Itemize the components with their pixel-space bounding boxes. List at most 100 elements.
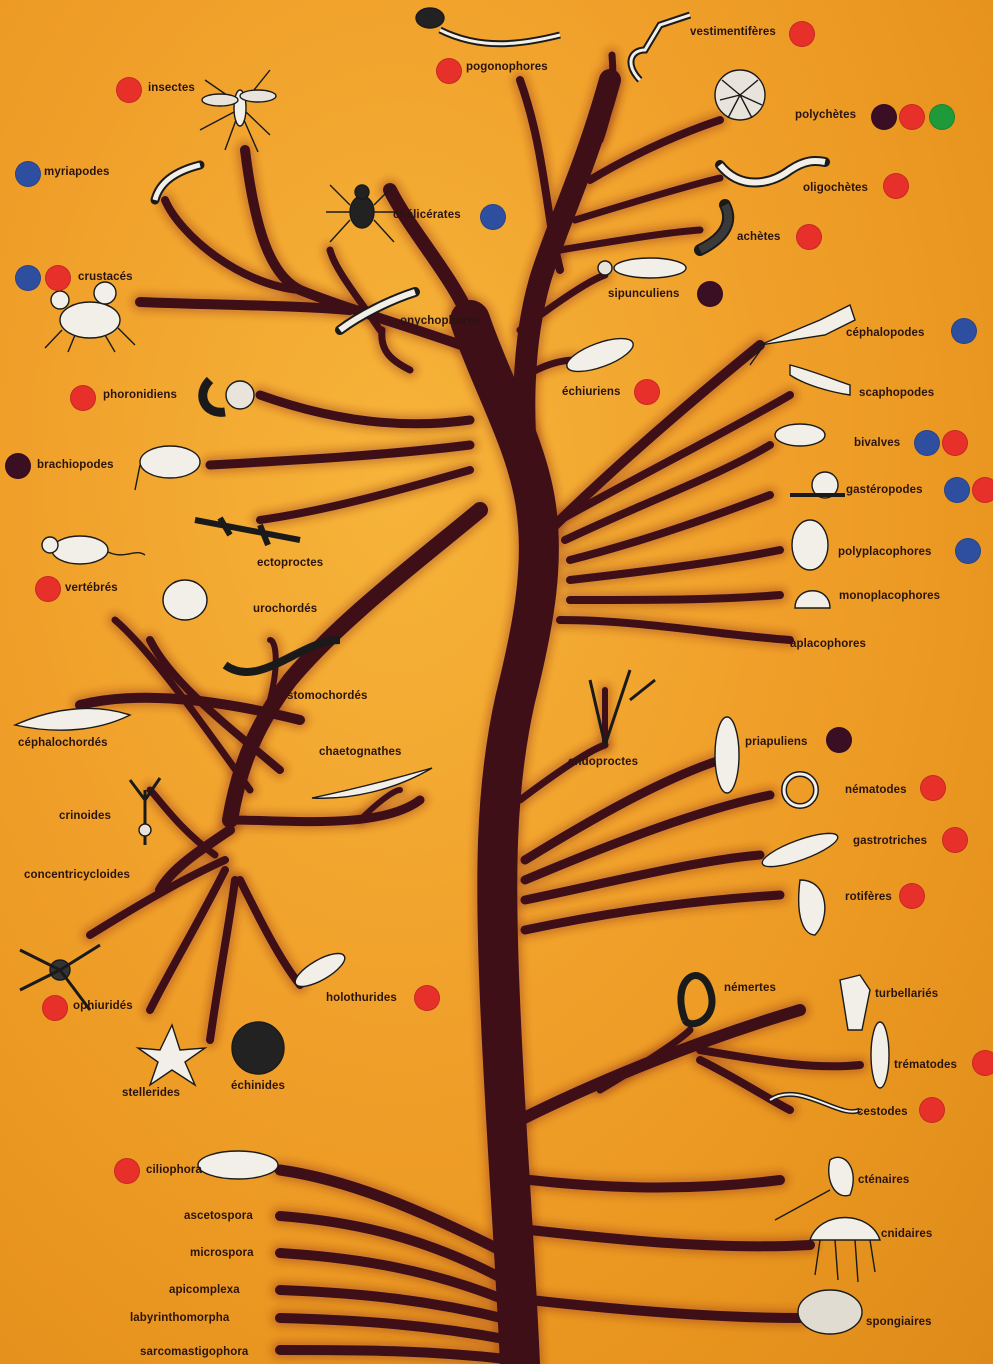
status-dot-blue: [15, 265, 41, 291]
label-chaetognathes: chaetognathes: [319, 746, 401, 758]
insect-illustration: [200, 70, 276, 152]
label-turbellaries: turbellariés: [875, 988, 938, 1000]
label-bivalves: bivalves: [854, 437, 900, 449]
status-dot-blue: [955, 538, 981, 564]
brachiopod-illustration: [135, 446, 200, 490]
gastrotrich-illustration: [759, 827, 841, 873]
status-dot-red: [114, 1158, 140, 1184]
scaphopod-illustration: [790, 365, 850, 395]
status-dot-dark: [871, 104, 897, 130]
label-onychophores: onychophores: [400, 315, 480, 327]
arrow-worm-illustration: [312, 768, 432, 798]
bivalve-illustration: [775, 424, 825, 446]
label-apicomplexa: apicomplexa: [169, 1284, 240, 1296]
status-dot-blue: [944, 477, 970, 503]
label-ctenaires: cténaires: [858, 1174, 909, 1186]
label-crinoides: crinoides: [59, 810, 111, 822]
label-brachiopodes: brachiopodes: [37, 459, 114, 471]
label-scaphopodes: scaphopodes: [859, 387, 934, 399]
label-ciliophora: ciliophora: [146, 1164, 202, 1176]
organism-illustrations: [15, 8, 889, 1334]
label-cestodes: cestodes: [857, 1106, 908, 1118]
starfish-illustration: [138, 1025, 205, 1085]
nematode-illustration: [784, 774, 816, 806]
label-nemertes: némertes: [724, 982, 776, 994]
label-stomochordes: stomochordés: [287, 690, 367, 702]
label-cephalopodes: céphalopodes: [846, 327, 925, 339]
tree-branch: [240, 880, 300, 985]
label-endoproctes: endoproctes: [568, 756, 638, 768]
label-urochordes: urochordés: [253, 603, 317, 615]
tree-branch: [280, 1318, 510, 1340]
echiurid-illustration: [563, 332, 637, 378]
label-vestimentiferes: vestimentifères: [690, 26, 776, 38]
label-microspora: microspora: [190, 1247, 254, 1259]
mouse-illustration: [42, 536, 145, 564]
status-dot-red: [436, 58, 462, 84]
status-dot-blue: [914, 430, 940, 456]
priapulid-illustration: [715, 717, 739, 793]
status-dot-blue: [480, 204, 506, 230]
label-holothurides: holothurides: [326, 992, 397, 1004]
status-dot-red: [920, 775, 946, 801]
status-dot-red: [899, 104, 925, 130]
label-oligochetes: oligochètes: [803, 182, 868, 194]
status-dot-red: [899, 883, 925, 909]
status-dot-red: [972, 477, 993, 503]
label-sarcomastigophora: sarcomastigophora: [140, 1346, 248, 1358]
phoronid-illustration: [203, 380, 254, 412]
status-dot-dark: [826, 727, 852, 753]
status-dot-red: [942, 430, 968, 456]
status-dot-red: [942, 827, 968, 853]
label-gastrotriches: gastrotriches: [853, 835, 927, 847]
status-dot-red: [919, 1097, 945, 1123]
label-sipunculiens: sipunculiens: [608, 288, 680, 300]
cephalopod-illustration: [745, 305, 855, 365]
chiton-illustration: [792, 520, 828, 570]
label-pogonophores: pogonophores: [466, 61, 548, 73]
label-cnidaires: cnidaires: [881, 1228, 932, 1240]
label-gasteropodes: gastéropodes: [846, 484, 923, 496]
status-dot-red: [116, 77, 142, 103]
label-chelicerates: chélicérates: [393, 209, 461, 221]
label-labyrinthomorpha: labyrinthomorpha: [130, 1312, 229, 1324]
vestimentifere-illustration: [631, 15, 690, 80]
label-ectoproctes: ectoproctes: [257, 557, 323, 569]
label-phoronidiens: phoronidiens: [103, 389, 177, 401]
jellyfish-illustration: [810, 1218, 880, 1283]
status-dot-red: [789, 21, 815, 47]
status-dot-red: [35, 576, 61, 602]
monoplacophore-illustration: [795, 591, 830, 608]
status-dot-red: [42, 995, 68, 1021]
trematode-illustration: [871, 1022, 889, 1088]
polychete-illustration: [715, 70, 765, 120]
label-insectes: insectes: [148, 82, 195, 94]
tunicate-illustration: [163, 580, 207, 620]
status-dot-dark: [5, 453, 31, 479]
label-aplacophores: aplacophores: [790, 638, 866, 650]
sponge-illustration: [798, 1290, 862, 1334]
label-cephalochordes: céphalochordés: [18, 737, 108, 749]
sea-cucumber-illustration: [291, 947, 349, 992]
gastropod-illustration: [790, 472, 845, 498]
oligochete-illustration: [720, 161, 825, 183]
label-crustaces: crustacés: [78, 271, 133, 283]
ctenophore-illustration: [775, 1157, 853, 1220]
status-dot-blue: [951, 318, 977, 344]
label-ascetospora: ascetospora: [184, 1210, 253, 1222]
label-ophiurides: ophiuridés: [73, 1000, 133, 1012]
status-dot-red: [45, 265, 71, 291]
label-priapuliens: priapuliens: [745, 736, 807, 748]
label-polychetes: polychètes: [795, 109, 856, 121]
status-dot-red: [634, 379, 660, 405]
label-echinides: échinides: [231, 1080, 285, 1092]
label-trematodes: trématodes: [894, 1059, 957, 1071]
label-spongiaires: spongiaires: [866, 1316, 932, 1328]
ciliate-illustration: [198, 1151, 278, 1179]
status-dot-red: [796, 224, 822, 250]
label-nematodes: nématodes: [845, 784, 907, 796]
status-dot-red: [972, 1050, 993, 1076]
status-dot-red: [70, 385, 96, 411]
tree-branch: [260, 470, 470, 520]
